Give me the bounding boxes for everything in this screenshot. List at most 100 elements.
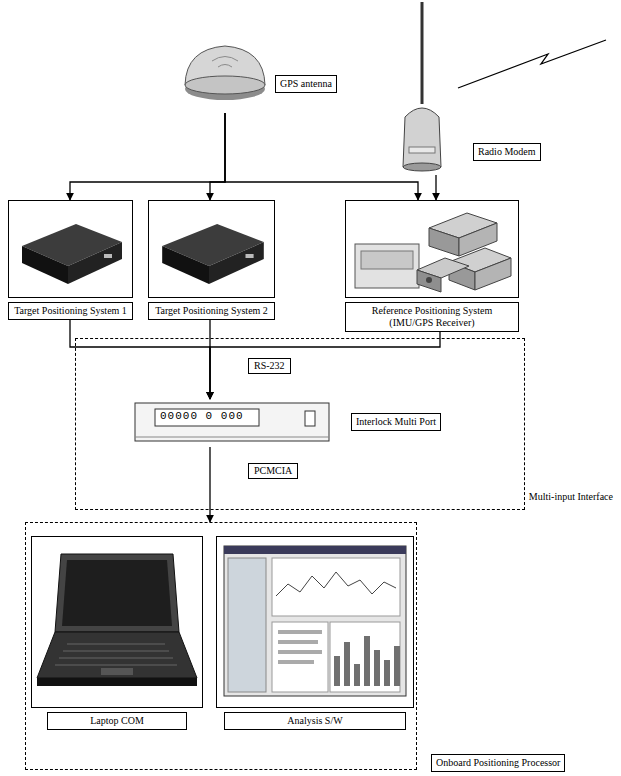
label-box: Multi-input Interface bbox=[527, 489, 615, 505]
illustration-part bbox=[62, 560, 172, 626]
illustration-part bbox=[55, 665, 177, 666]
label-box: Reference Positioning System (IMU/GPS Re… bbox=[345, 302, 519, 332]
illustration-part bbox=[403, 108, 441, 167]
illustration-part bbox=[216, 536, 414, 708]
edge-label: PCMCIA bbox=[254, 465, 292, 476]
reference-unit: Reference Positioning System (IMU/GPS Re… bbox=[345, 200, 519, 332]
illustration bbox=[395, 95, 545, 175]
illustration bbox=[148, 200, 275, 298]
display-digits: 00000 0 000 bbox=[160, 409, 244, 423]
connector-arrow bbox=[70, 113, 225, 200]
illustration-part bbox=[224, 546, 406, 554]
interface-region: Multi-input InterfaceInterlock Multi Por… bbox=[75, 338, 525, 510]
label-box: Analysis S/W bbox=[224, 712, 406, 730]
illustration-part bbox=[276, 572, 396, 596]
illustration-part bbox=[37, 678, 197, 686]
illustration-part bbox=[426, 277, 432, 283]
illustration-part bbox=[334, 656, 340, 686]
illustration bbox=[8, 200, 133, 298]
illustration-part bbox=[344, 642, 350, 686]
illustration-part bbox=[218, 65, 232, 68]
node-label: Interlock Multi Port bbox=[356, 416, 436, 427]
illustration-part bbox=[212, 57, 238, 62]
illustration bbox=[150, 25, 350, 113]
connector-arrow bbox=[210, 113, 225, 200]
illustration-part bbox=[278, 630, 322, 634]
illustration-part bbox=[395, 95, 545, 175]
illustration-part bbox=[475, 258, 511, 290]
illustration-part bbox=[345, 200, 519, 298]
radio-modem: Radio Modem bbox=[395, 95, 545, 175]
node-label: Onboard Positioning Processor bbox=[436, 757, 560, 768]
illustration-part bbox=[224, 546, 406, 696]
software-unit: Analysis S/W bbox=[216, 536, 414, 730]
illustration-part bbox=[67, 644, 165, 645]
illustration-part bbox=[364, 636, 370, 686]
illustration-part bbox=[217, 537, 414, 708]
connector-arrow bbox=[70, 320, 210, 399]
illustration-part bbox=[361, 251, 413, 269]
illustration-part bbox=[150, 25, 350, 113]
illustration-part bbox=[429, 228, 459, 256]
connector-arrow bbox=[210, 332, 440, 399]
illustration-part bbox=[185, 76, 265, 94]
illustration-part bbox=[162, 246, 209, 284]
illustration-part bbox=[8, 200, 133, 298]
illustration bbox=[133, 399, 331, 447]
illustration-part bbox=[246, 254, 254, 258]
multi-port: Interlock Multi Port bbox=[133, 399, 453, 447]
label-box: Onboard Positioning Processor bbox=[431, 754, 565, 772]
illustration-part bbox=[354, 664, 360, 686]
illustration-part bbox=[228, 558, 266, 692]
illustration-part bbox=[155, 409, 259, 426]
target-unit: Target Positioning System 2 bbox=[148, 200, 275, 320]
illustration-part bbox=[374, 650, 380, 686]
illustration-part bbox=[330, 622, 400, 692]
connector-arrow bbox=[209, 447, 210, 522]
node-label: GPS antenna bbox=[280, 78, 332, 89]
illustration-part bbox=[346, 201, 519, 298]
illustration-part bbox=[149, 201, 275, 298]
label-box: GPS antenna bbox=[275, 75, 337, 93]
illustration-part bbox=[403, 163, 441, 171]
signal-label: PCMCIA bbox=[248, 463, 298, 479]
label-box: Target Positioning System 1 bbox=[8, 302, 133, 320]
illustration-part bbox=[305, 411, 315, 426]
illustration-part bbox=[104, 254, 112, 258]
illustration-part bbox=[101, 668, 133, 675]
illustration-part bbox=[59, 658, 173, 659]
node-label: Multi-input Interface bbox=[529, 491, 613, 502]
signal-label: RS-232 bbox=[248, 358, 291, 374]
illustration-part bbox=[278, 660, 314, 664]
illustration-part bbox=[394, 646, 400, 686]
node-label: Target Positioning System 1 bbox=[14, 305, 127, 316]
illustration-part bbox=[278, 640, 318, 644]
illustration-part bbox=[355, 244, 419, 288]
illustration-part bbox=[209, 242, 264, 284]
label-box: Target Positioning System 2 bbox=[148, 302, 275, 320]
illustration-part bbox=[68, 242, 122, 284]
illustration-part bbox=[272, 622, 328, 692]
processor-region: Onboard Positioning ProcessorLaptop COMA… bbox=[25, 522, 417, 770]
illustration-part bbox=[278, 650, 322, 654]
node-label: Analysis S/W bbox=[287, 715, 342, 726]
node-label: Reference Positioning System (IMU/GPS Re… bbox=[372, 305, 493, 328]
illustration-part bbox=[148, 200, 275, 298]
illustration-part bbox=[135, 437, 329, 438]
illustration-part bbox=[32, 537, 203, 708]
illustration-part bbox=[55, 554, 179, 632]
laptop-unit: Laptop COM bbox=[31, 536, 203, 730]
illustration bbox=[31, 536, 203, 708]
illustration-part bbox=[135, 403, 329, 441]
target-unit: Target Positioning System 1 bbox=[8, 200, 133, 320]
illustration-part bbox=[37, 632, 197, 678]
illustration-part bbox=[384, 660, 390, 686]
label-box: Interlock Multi Port bbox=[351, 413, 441, 431]
illustration-part bbox=[31, 536, 203, 708]
connector-arrow bbox=[435, 175, 436, 200]
illustration bbox=[345, 200, 519, 298]
illustration-part bbox=[63, 651, 169, 652]
edge-label: RS-232 bbox=[254, 360, 285, 371]
